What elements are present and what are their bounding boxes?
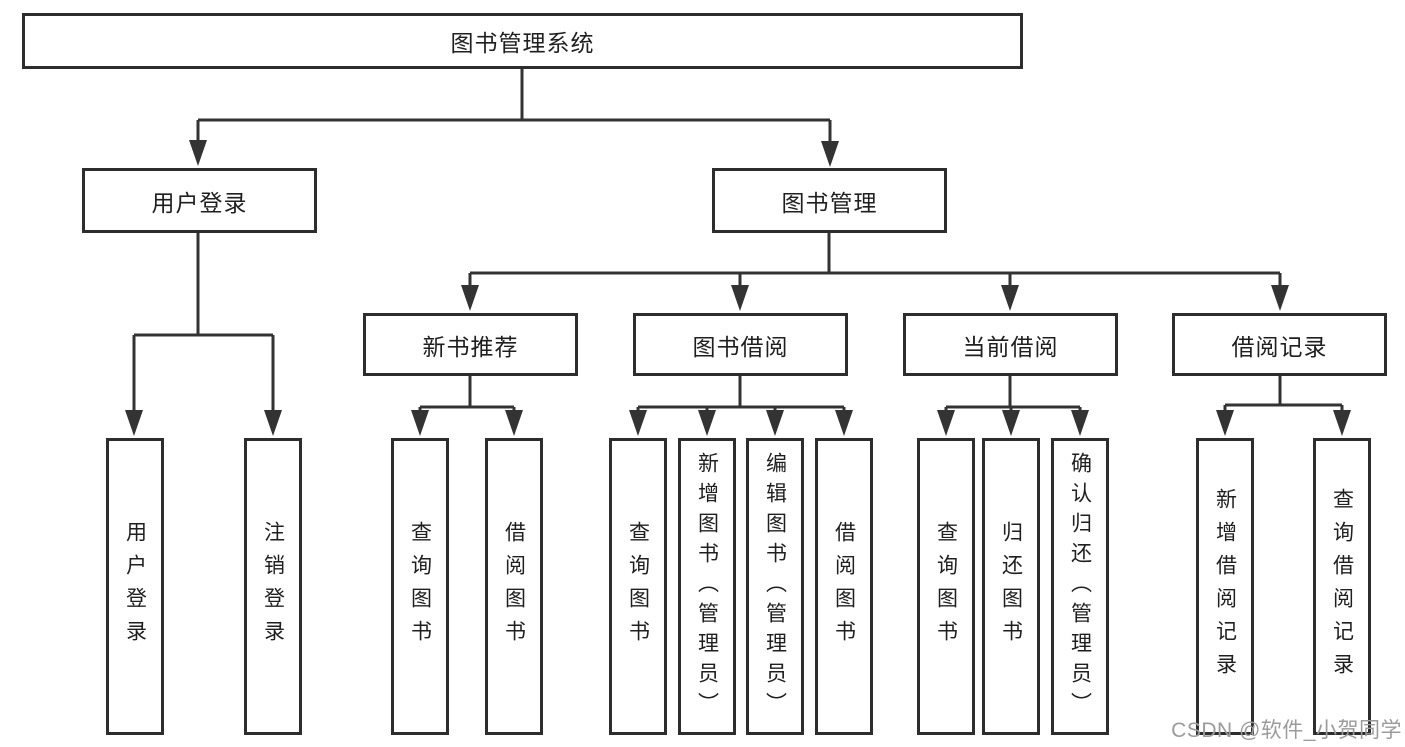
- node-borrow-records: 借阅记录: [1172, 313, 1387, 376]
- leaf-query-borrow-record: 查询借阅记录: [1313, 438, 1371, 735]
- node-label: 新书推荐: [422, 333, 519, 360]
- leaf-add-books-admin: 新增图书（管理员）: [678, 438, 736, 735]
- node-label: 归还图书: [999, 520, 1023, 653]
- leaf-return-books: 归还图书: [982, 438, 1040, 735]
- node-label: 注销登录: [261, 520, 285, 653]
- node-label: 当前借阅: [962, 333, 1059, 360]
- node-label: 查询借阅记录: [1330, 487, 1354, 686]
- leaf-logout: 注销登录: [244, 438, 302, 735]
- leaf-borrow-books: 借阅图书: [815, 438, 873, 735]
- node-new-book-recommend: 新书推荐: [363, 313, 578, 376]
- node-library-system: 图书管理系统: [22, 13, 1023, 69]
- arrowheads: [125, 140, 1351, 436]
- node-user-login: 用户登录: [82, 168, 317, 233]
- leaf-query-books-current: 查询图书: [917, 438, 975, 735]
- node-label: 借阅图书: [832, 520, 856, 653]
- node-label: 图书借阅: [692, 333, 789, 360]
- node-label: 查询图书: [934, 520, 958, 653]
- node-label: 编辑图书（管理员）: [763, 451, 787, 722]
- node-label: 查询图书: [408, 520, 432, 653]
- node-label: 确认归还（管理员）: [1068, 451, 1092, 722]
- leaf-borrow-books-recommend: 借阅图书: [485, 438, 543, 735]
- node-label: 新增借阅记录: [1213, 487, 1237, 686]
- node-label: 新增图书（管理员）: [695, 451, 719, 722]
- leaf-user-login: 用户登录: [106, 438, 164, 735]
- leaf-edit-books-admin: 编辑图书（管理员）: [746, 438, 804, 735]
- node-current-borrow: 当前借阅: [903, 313, 1118, 376]
- node-label: 图书管理系统: [450, 30, 595, 56]
- node-label: 用户登录: [151, 189, 248, 216]
- node-label: 借阅记录: [1231, 333, 1328, 360]
- node-label: 图书管理: [781, 189, 878, 216]
- node-label: 借阅图书: [502, 520, 526, 653]
- node-book-management: 图书管理: [712, 168, 947, 233]
- node-book-borrow: 图书借阅: [633, 313, 848, 376]
- leaf-add-borrow-record: 新增借阅记录: [1196, 438, 1254, 735]
- leaf-query-books-borrow: 查询图书: [609, 438, 667, 735]
- leaf-confirm-return-admin: 确认归还（管理员）: [1051, 438, 1109, 735]
- csdn-watermark: CSDN @软件_小贺同学: [1171, 719, 1402, 742]
- node-label: 查询图书: [626, 520, 650, 653]
- node-label: 用户登录: [123, 520, 147, 653]
- leaf-query-books-recommend: 查询图书: [391, 438, 449, 735]
